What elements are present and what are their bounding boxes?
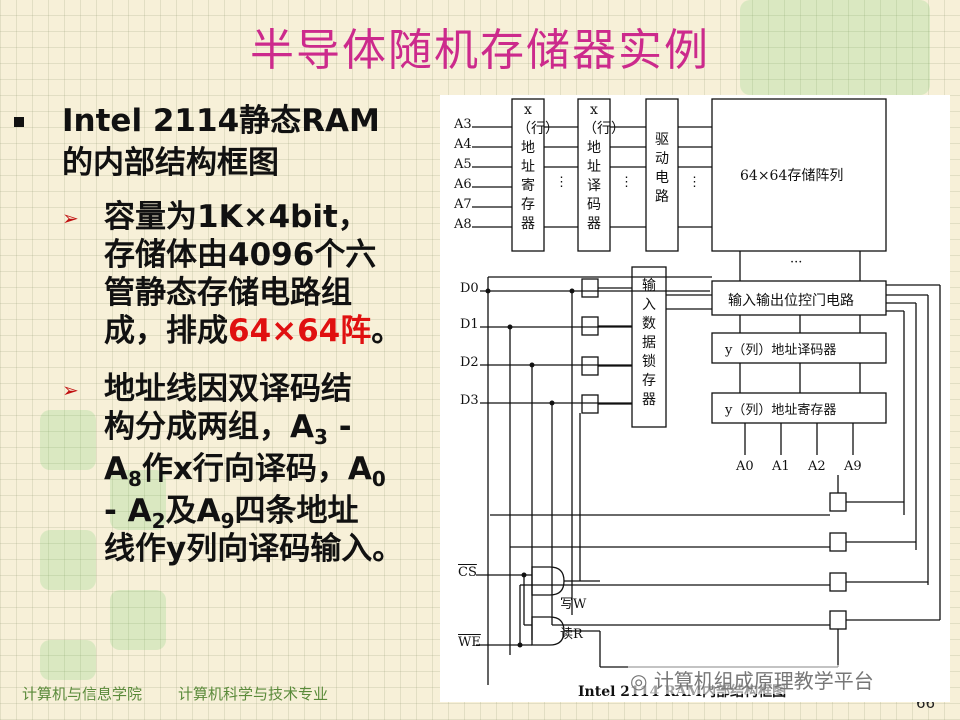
footer-school: 计算机与信息学院 xyxy=(22,685,143,703)
seal-logo-left-3 xyxy=(40,530,96,590)
footer-major: 计算机科学与技术专业 xyxy=(178,685,329,703)
pin-d2: D2 xyxy=(460,355,479,370)
pin-we: WE xyxy=(458,635,481,650)
dots-4: ··· xyxy=(790,255,803,270)
dots-3: ⋮ xyxy=(688,175,701,190)
seal-logo-left-5 xyxy=(40,640,96,680)
sub-2-line-4: - A2及A9四条地址 xyxy=(104,493,359,534)
seal-logo-left-2 xyxy=(110,470,166,530)
sub-1-line-4: 成，排成64×64阵。 xyxy=(104,313,403,349)
pin-a9: A9 xyxy=(844,459,862,474)
sub-2-line-3: A8作x行向译码，A0 xyxy=(104,451,386,492)
sub-1-line-2: 存储体由4096个六 xyxy=(104,237,377,273)
bullet-1-line-1: Intel 2114静态RAM xyxy=(62,103,380,139)
io-gate-circuit-label: 输入输出位控门电路 xyxy=(728,293,854,309)
sub-2-line-5: 线作y列向译码输入。 xyxy=(104,531,404,567)
sub-1-line-3: 管静态存储电路组 xyxy=(104,275,352,311)
read-signal-label: 读R xyxy=(560,627,583,642)
sub-2-line-1: 地址线因双译码结 xyxy=(104,371,352,407)
storage-array-label: 64×64存储阵列 xyxy=(740,168,844,184)
pin-cs: CS xyxy=(458,565,477,580)
pin-a5: A5 xyxy=(454,157,472,172)
watermark-text: ◎ 计算机组成原理教学平台 xyxy=(628,665,876,694)
diagram-lines xyxy=(472,98,941,685)
pin-a6: A6 xyxy=(454,177,472,192)
highlight-array-size: 64×64阵 xyxy=(228,313,372,349)
pin-a3: A3 xyxy=(454,117,472,132)
input-data-latch: 输入数据锁存器 xyxy=(642,278,656,408)
page-title: 半导体随机存储器实例 xyxy=(250,25,710,76)
write-signal-label: 写W xyxy=(560,597,587,612)
bullet-square-icon xyxy=(14,117,24,127)
pin-a8: A8 xyxy=(454,217,472,232)
x-row-address-register: x（行）地址寄存器 xyxy=(517,102,559,232)
arrow-bullet-icon: ➢ xyxy=(62,378,79,402)
pin-d1: D1 xyxy=(460,317,479,332)
pin-a7: A7 xyxy=(454,197,472,212)
pin-d0: D0 xyxy=(460,281,479,296)
bullet-1-line-2: 的内部结构框图 xyxy=(62,145,279,181)
wechat-icon: ◎ xyxy=(630,669,648,693)
ram-block-diagram: x（行）地址寄存器 x（行）地址译码器 驱动电路 64×64存储阵列 输入输出位… xyxy=(440,95,950,702)
dots-2: ⋮ xyxy=(620,175,633,190)
x-row-address-decoder: x（行）地址译码器 xyxy=(583,102,625,232)
sub-1-line-1: 容量为1K×4bit， xyxy=(104,199,369,235)
pin-a1: A1 xyxy=(772,459,790,474)
pin-a2: A2 xyxy=(808,459,826,474)
pin-a0: A0 xyxy=(736,459,754,474)
y-column-decoder-label: y（列）地址译码器 xyxy=(725,343,837,358)
y-column-register-label: y（列）地址寄存器 xyxy=(725,403,837,418)
dots-1: ⋮ xyxy=(555,175,568,190)
pin-d3: D3 xyxy=(460,393,479,408)
pin-a4: A4 xyxy=(454,137,472,152)
seal-logo-left-4 xyxy=(110,590,166,650)
driver-circuit: 驱动电路 xyxy=(655,132,669,205)
seal-logo-top-right xyxy=(740,0,930,95)
seal-logo-left-1 xyxy=(40,410,96,470)
sub-2-line-2: 构分成两组，A3 - xyxy=(104,409,352,450)
arrow-bullet-icon: ➢ xyxy=(62,206,79,230)
